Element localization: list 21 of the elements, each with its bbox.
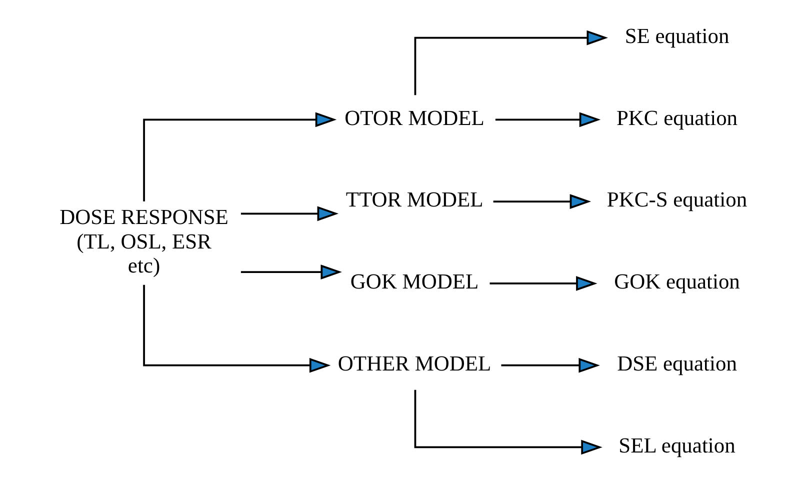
node-text: SEL equation	[618, 433, 735, 458]
node-text: GOK equation	[614, 270, 740, 294]
node-text: DOSE RESPONSE (TL, OSL, ESR etc)	[59, 205, 228, 278]
arrow	[142, 112, 336, 202]
node-text: DSE equation	[616, 351, 736, 376]
node-text: OTOR MODEL	[344, 106, 484, 130]
arrow	[494, 112, 600, 128]
arrow	[489, 276, 597, 291]
node-text: TTOR MODEL	[345, 188, 483, 212]
arrow	[414, 30, 608, 96]
node-text: SE equation	[624, 24, 729, 48]
arrow	[492, 194, 591, 209]
arrow	[500, 358, 600, 373]
arrow	[240, 206, 338, 222]
node-text: OTHER MODEL	[337, 351, 491, 376]
node-text: GOK MODEL	[350, 270, 478, 294]
arrow	[142, 284, 330, 373]
node-text: PKC equation	[616, 106, 738, 130]
arrow	[414, 390, 602, 455]
arrow	[240, 264, 342, 280]
node-text: PKC-S equation	[606, 188, 747, 212]
